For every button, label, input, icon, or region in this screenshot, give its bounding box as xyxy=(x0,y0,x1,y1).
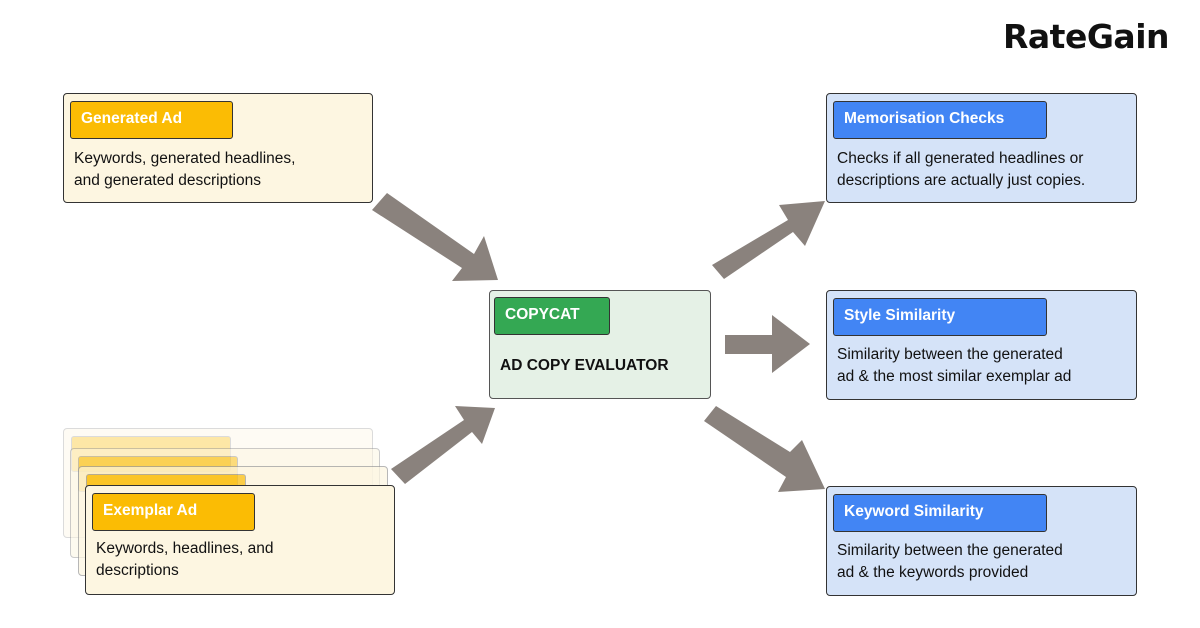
style-similarity-description: Similarity between the generated ad & th… xyxy=(837,346,1072,385)
evaluator-title: AD COPY EVALUATOR xyxy=(500,357,669,374)
memorisation-checks-description: Checks if all generated headlines or des… xyxy=(837,150,1086,189)
generated-ad-description: Keywords, generated headlines, and gener… xyxy=(74,150,296,189)
ratGain-logo: RateGain xyxy=(1003,17,1170,56)
memorisation-checks-card: Memorisation Checks Checks if all genera… xyxy=(826,93,1137,203)
keyword-similarity-tag: Keyword Similarity xyxy=(833,494,1047,532)
arrow-evaluator-to-memorisation xyxy=(712,201,825,279)
arrow-generated-to-evaluator xyxy=(372,193,498,281)
memorisation-checks-tag: Memorisation Checks xyxy=(833,101,1047,139)
keyword-similarity-description: Similarity between the generated ad & th… xyxy=(837,542,1063,581)
generated-ad-card: Generated Ad Keywords, generated headlin… xyxy=(63,93,373,203)
style-similarity-card: Style Similarity Similarity between the … xyxy=(826,290,1137,400)
copycat-evaluator-card: COPYCAT AD COPY EVALUATOR xyxy=(489,290,711,399)
exemplar-ad-card: Exemplar Ad Keywords, headlines, and des… xyxy=(85,485,395,595)
generated-ad-tag: Generated Ad xyxy=(70,101,233,139)
arrow-exemplar-to-evaluator xyxy=(391,406,495,484)
exemplar-ad-tag: Exemplar Ad xyxy=(92,493,255,531)
copycat-tag: COPYCAT xyxy=(494,297,610,335)
arrow-evaluator-to-keyword xyxy=(704,406,825,492)
exemplar-ad-description: Keywords, headlines, and descriptions xyxy=(96,540,274,579)
keyword-similarity-card: Keyword Similarity Similarity between th… xyxy=(826,486,1137,596)
arrow-evaluator-to-style xyxy=(725,315,810,373)
style-similarity-tag: Style Similarity xyxy=(833,298,1047,336)
